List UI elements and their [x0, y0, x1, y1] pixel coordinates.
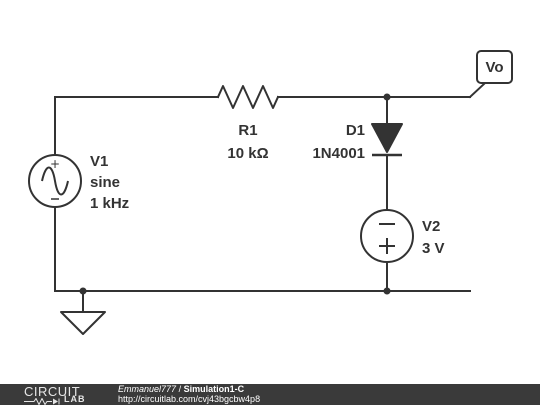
- circuit-url-link[interactable]: http://circuitlab.com/cvj43bgcbw4p8: [118, 394, 261, 404]
- circuitlab-logo[interactable]: CIRCUIT LAB: [24, 384, 114, 405]
- sine-source-v1-symbol: +: [28, 154, 82, 208]
- logo-resistor-icon: [24, 398, 60, 405]
- d1-part-label: 1N4001: [312, 145, 365, 162]
- probe-label: Vo: [485, 59, 503, 76]
- r1-value-label: 10 kΩ: [227, 145, 268, 162]
- logo-text-lab: LAB: [64, 394, 86, 404]
- voltage-probe-vo[interactable]: Vo: [476, 50, 513, 84]
- wire-top-left: [54, 96, 219, 156]
- circuit-schematic: + Vo V1 sine 1 kHz R1 10 k: [28, 50, 513, 335]
- v2-name-label: V2: [422, 218, 440, 235]
- footer-bar: CIRCUIT LAB Emmanuel777 / Simulation1-C …: [0, 384, 540, 405]
- probe-lead: [468, 82, 486, 99]
- v1-frequency-label: 1 kHz: [90, 195, 129, 212]
- ground-symbol: [60, 311, 106, 335]
- v1-type-label: sine: [90, 174, 120, 191]
- junction-top-node: [383, 93, 391, 101]
- junction-bottom-node: [383, 287, 391, 295]
- svg-text:+: +: [50, 157, 60, 171]
- r1-name-label: R1: [238, 122, 257, 139]
- credits: Emmanuel777 / Simulation1-C http://circu…: [118, 384, 260, 404]
- credits-separator: /: [178, 384, 182, 394]
- resistor-r1-symbol: [216, 85, 280, 109]
- logo-text-circuit: CIRCUIT: [24, 384, 81, 399]
- dc-source-v2-symbol: [360, 209, 414, 263]
- d1-name-label: D1: [346, 122, 365, 139]
- v1-name-label: V1: [90, 153, 108, 170]
- v2-value-label: 3 V: [422, 240, 445, 257]
- junction-ground-node: [79, 287, 87, 295]
- diode-d1-symbol: [371, 123, 403, 157]
- circuit-title[interactable]: Simulation1-C: [183, 384, 245, 394]
- author-name[interactable]: Emmanuel777: [118, 384, 177, 394]
